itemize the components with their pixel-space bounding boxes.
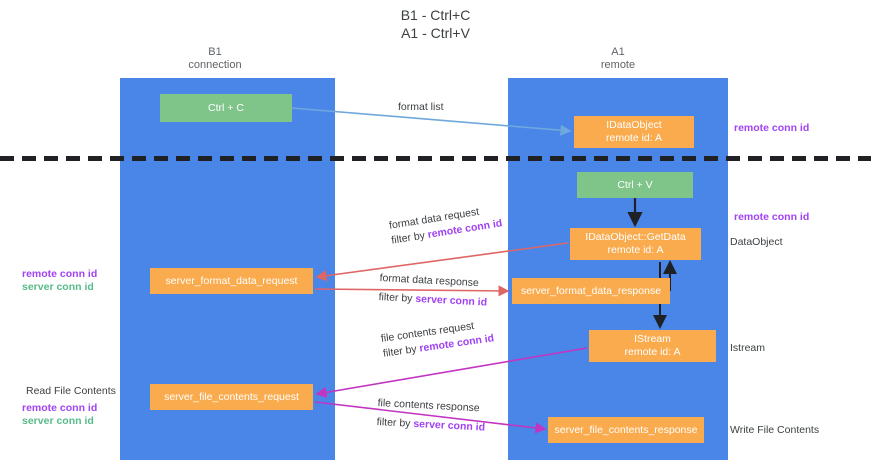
node-idataobject-subtitle: remote id: A	[605, 132, 663, 144]
filter-key-server-conn-id: server conn id	[413, 417, 486, 434]
column-header-a1-role: remote	[600, 59, 636, 71]
column-header-b1-name: B1	[208, 46, 222, 58]
node-server-format-data-response-label: server_format_data_response	[520, 284, 662, 297]
filter-prefix: filter by	[382, 342, 421, 360]
edge-label-file-contents-response: file contents response filter by server …	[376, 396, 486, 436]
node-istream[interactable]: IStream remote id: A	[589, 330, 716, 362]
node-server-format-data-response[interactable]: server_format_data_response	[512, 278, 670, 304]
page-title: B1 - Ctrl+C A1 - Ctrl+V	[0, 6, 871, 42]
node-idataobject-label: IDataObject	[606, 119, 662, 131]
node-server-format-data-request[interactable]: server_format_data_request	[150, 268, 313, 294]
edge-label-format-list-text: format list	[398, 101, 444, 113]
node-ctrl-c-label: Ctrl + C	[208, 101, 244, 114]
annotation-write-file-contents: Write File Contents	[730, 424, 820, 436]
node-idataobject-getdata-label: IDataObject::GetData	[585, 231, 686, 243]
node-istream-subtitle: remote id: A	[624, 346, 681, 358]
node-istream-label: IStream	[634, 333, 671, 345]
node-ctrl-v-label: Ctrl + V	[617, 178, 653, 191]
edge-label-format-data-request: format data request filter by remote con…	[388, 201, 503, 248]
edge-label-file-contents-response-title: file contents response	[377, 396, 480, 415]
annotation-left-remote-conn-id-2: remote conn id	[22, 402, 98, 414]
edge-label-format-list: format list	[398, 100, 444, 115]
node-idataobject[interactable]: IDataObject remote id: A	[574, 116, 694, 148]
edge-label-format-data-response: format data response filter by server co…	[378, 271, 488, 311]
edge-label-file-contents-response-filter: filter by server conn id	[376, 415, 485, 436]
annotation-left-server-conn-id-2: server conn id	[22, 415, 94, 427]
node-idataobject-getdata[interactable]: IDataObject::GetData remote id: A	[570, 228, 701, 260]
page-title-line-2: A1 - Ctrl+V	[401, 25, 470, 41]
filter-key-server-conn-id: server conn id	[415, 292, 488, 309]
phase-divider	[0, 156, 871, 161]
annotation-left-remote-conn-id-1: remote conn id	[22, 268, 98, 280]
column-header-a1-name: A1	[611, 46, 625, 58]
node-server-file-contents-request-label: server_file_contents_request	[164, 390, 299, 403]
column-header-b1-role: connection	[188, 59, 242, 71]
node-idataobject-getdata-subtitle: remote id: A	[607, 244, 664, 256]
filter-prefix: filter by	[378, 290, 416, 305]
node-ctrl-v[interactable]: Ctrl + V	[577, 172, 693, 198]
node-server-format-data-request-label: server_format_data_request	[165, 274, 298, 287]
annotation-remote-conn-id-top: remote conn id	[734, 122, 810, 134]
column-header-b1: B1 connection	[155, 46, 275, 72]
annotation-istream: Istream	[730, 342, 766, 354]
edge-label-format-data-response-title: format data response	[379, 271, 480, 290]
filter-prefix: filter by	[376, 415, 414, 430]
node-server-file-contents-response[interactable]: server_file_contents_response	[548, 417, 704, 443]
page-title-line-1: B1 - Ctrl+C	[400, 7, 471, 23]
annotation-left-server-conn-id-1: server conn id	[22, 281, 94, 293]
annotation-dataobject: DataObject	[730, 236, 783, 248]
node-ctrl-c[interactable]: Ctrl + C	[160, 94, 292, 122]
node-server-file-contents-request[interactable]: server_file_contents_request	[150, 384, 313, 410]
annotation-read-file-contents: Read File Contents	[26, 385, 116, 397]
node-server-file-contents-response-label: server_file_contents_response	[554, 423, 698, 436]
column-header-a1: A1 remote	[558, 46, 678, 72]
annotation-remote-conn-id-middle: remote conn id	[734, 211, 810, 223]
edge-label-format-data-response-filter: filter by server conn id	[378, 290, 487, 311]
edge-label-file-contents-request: file contents request filter by remote c…	[380, 316, 495, 361]
